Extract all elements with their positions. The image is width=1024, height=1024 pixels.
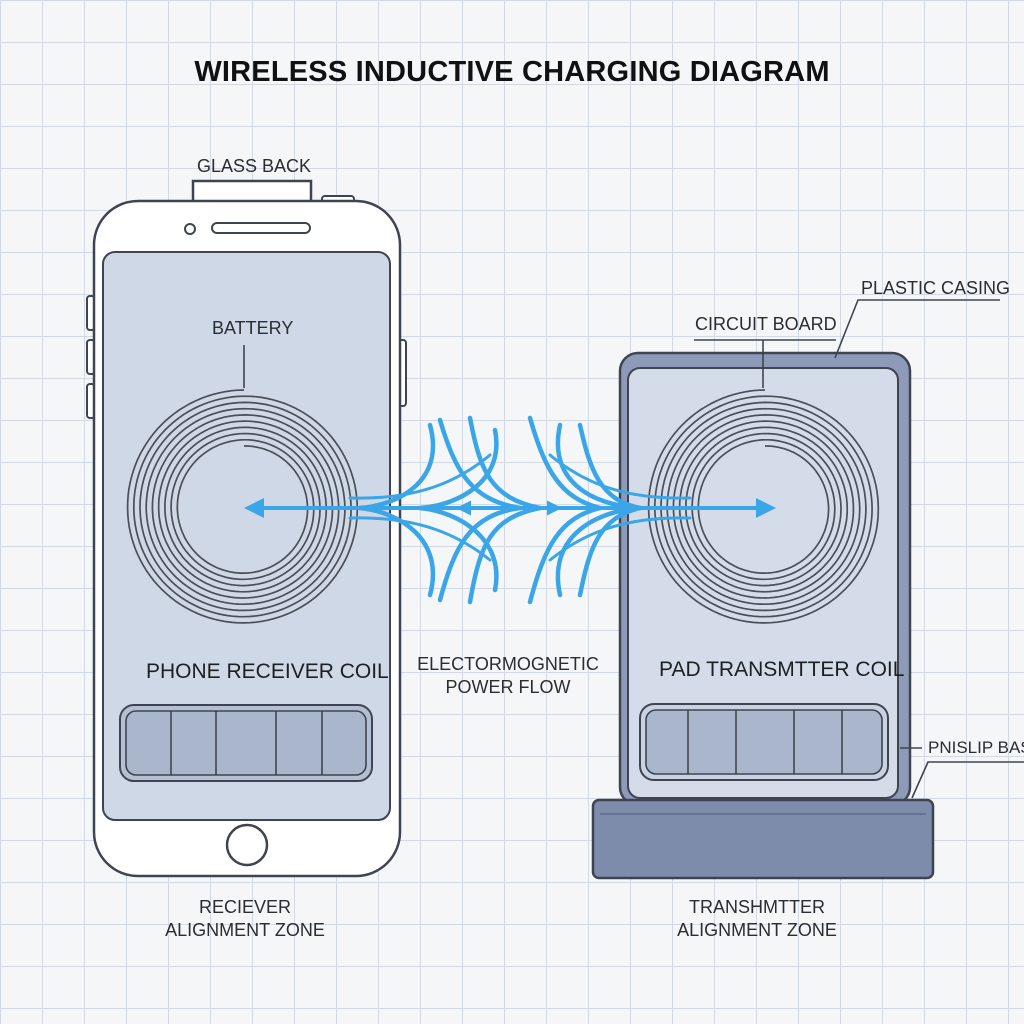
pad-transmitter-coil-label: PAD TRANSMTTER COIL bbox=[659, 658, 905, 681]
em-flow-wave bbox=[555, 505, 643, 598]
em-flow-wave bbox=[357, 505, 436, 598]
receiver-alignment-zone-label: RECIEVER ALIGNMENT ZONE bbox=[140, 896, 350, 941]
electromagnetic-flow bbox=[244, 415, 776, 605]
em-flow-wave bbox=[555, 422, 643, 511]
transmitter-zone-line2: ALIGNMENT ZONE bbox=[677, 919, 837, 940]
nonslip-base-label: PNISLIP BASE bbox=[928, 738, 1024, 757]
phone-receiver-coil-label: PHONE RECEIVER COIL bbox=[146, 660, 389, 683]
glass-back-tab bbox=[191, 179, 313, 205]
home-button bbox=[225, 823, 269, 867]
speaker-grille bbox=[211, 222, 311, 234]
coil-winding bbox=[647, 389, 880, 624]
plastic-casing-label: PLASTIC CASING bbox=[861, 278, 1011, 298]
em-flow-wave bbox=[417, 505, 499, 593]
plastic-casing-leader-line bbox=[834, 299, 1000, 359]
em-flow-wave bbox=[527, 415, 603, 511]
coil-winding bbox=[126, 389, 359, 624]
pad-nonslip-base bbox=[591, 798, 935, 880]
em-flow-wave bbox=[348, 453, 492, 500]
em-flow-wave bbox=[548, 453, 692, 500]
em-flow-label-line2: POWER FLOW bbox=[445, 676, 571, 697]
transmitter-alignment-zone-label: TRANSHMTTER ALIGNMENT ZONE bbox=[652, 896, 862, 941]
em-flow-wave bbox=[357, 422, 436, 511]
em-flow-wave bbox=[527, 505, 603, 605]
receiver-zone-line1: RECIEVER bbox=[198, 897, 292, 917]
transmitter-zone-line1: TRANSHMTTER bbox=[689, 897, 825, 917]
phone-receiver-coil bbox=[126, 389, 359, 624]
em-flow-wave bbox=[348, 516, 492, 562]
battery-label: BATTERY bbox=[212, 318, 294, 338]
circuit-board-label: CIRCUIT BOARD bbox=[695, 314, 837, 334]
em-flow-wave bbox=[577, 505, 643, 598]
pad-cell-tray-inner bbox=[645, 709, 883, 775]
nonslip-base-leader-line bbox=[911, 761, 1024, 799]
receiver-zone-line2: ALIGNMENT ZONE bbox=[165, 919, 325, 940]
em-flow-wave bbox=[548, 516, 692, 562]
em-flow-label: ELECTORMOGNETIC POWER FLOW bbox=[398, 653, 618, 698]
front-camera-icon bbox=[184, 223, 196, 235]
em-flow-label-line1: ELECTORMOGNETIC bbox=[417, 654, 599, 674]
pad-transmitter-coil bbox=[647, 389, 880, 624]
charging-pad bbox=[591, 299, 1024, 880]
phone-screen bbox=[102, 251, 391, 821]
glass-back-label: GLASS BACK bbox=[197, 156, 312, 176]
diagram-title: WIRELESS INDUCTIVE CHARGING DIAGRAM bbox=[194, 56, 830, 88]
phone-cell-tray-inner bbox=[125, 710, 367, 776]
phone bbox=[86, 179, 407, 878]
